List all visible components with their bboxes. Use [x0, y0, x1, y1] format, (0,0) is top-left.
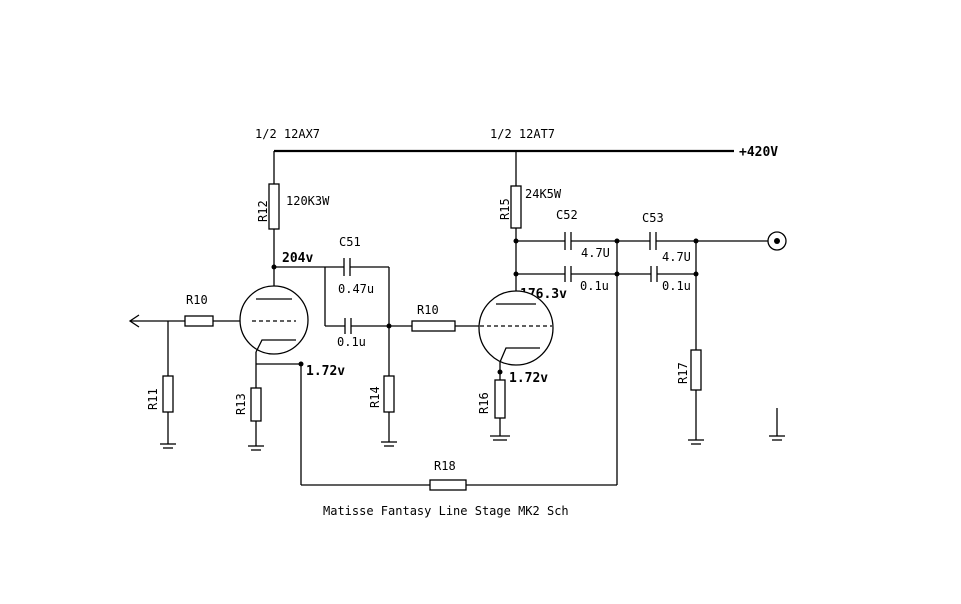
c52-junction-b	[614, 271, 620, 277]
c51-value-b: 0.1u	[337, 335, 366, 349]
r12-value-label: 120K3W	[286, 194, 330, 208]
r15-label: R15	[498, 198, 512, 220]
resistor-r16	[494, 379, 506, 419]
r14-label: R14	[368, 386, 382, 408]
c53-junction-b	[693, 271, 699, 277]
capacitor-c51-a	[343, 258, 351, 276]
tube2-triode	[478, 290, 554, 366]
r18-label: R18	[434, 459, 456, 473]
r17-label: R17	[676, 362, 690, 384]
plate1-voltage: 204v	[282, 251, 313, 266]
tube1-triode	[239, 285, 309, 355]
c53-label: C53	[642, 211, 664, 225]
c52-junction-a	[614, 238, 620, 244]
c53-value-b: 0.1u	[662, 279, 691, 293]
c52-label: C52	[556, 208, 578, 222]
resistor-r18	[429, 479, 467, 491]
capacitor-c52-b	[564, 266, 572, 282]
ground-r11	[160, 443, 176, 449]
capacitor-c53-b	[650, 266, 658, 282]
ground-r13	[248, 445, 264, 451]
c51-label: C51	[339, 235, 361, 249]
r13-label: R13	[234, 393, 248, 415]
supply-voltage-label: +420V	[739, 145, 778, 160]
output-jack	[767, 231, 787, 251]
grid2-junction	[386, 323, 392, 329]
resistor-r14	[383, 375, 395, 413]
c53-junction-a	[693, 238, 699, 244]
r10-grid-label: R10	[417, 303, 439, 317]
c53-value-a: 4.7U	[662, 250, 691, 264]
capacitor-c53-a	[649, 232, 657, 250]
cathode2-junction	[497, 369, 503, 375]
capacitor-c51-b	[344, 318, 352, 334]
r12-label: R12	[256, 200, 270, 222]
cathode2-voltage: 1.72v	[509, 371, 548, 386]
resistor-r11	[162, 375, 174, 413]
capacitor-c52-a	[564, 232, 572, 250]
cathode1-voltage: 1.72v	[306, 364, 345, 379]
r11-label: R11	[146, 388, 160, 410]
input-arrow	[128, 314, 185, 328]
r15-value-label: 24K5W	[525, 187, 562, 201]
c51-value-a: 0.47u	[338, 282, 374, 296]
tube2-label: 1/2 12AT7	[490, 127, 555, 141]
schematic-title: Matisse Fantasy Line Stage MK2 Sch	[323, 504, 569, 518]
ground-r17	[688, 439, 704, 445]
resistor-r17	[690, 349, 702, 391]
resistor-r10-grid	[411, 320, 456, 332]
tube1-label: 1/2 12AX7	[255, 127, 320, 141]
ground-jack	[769, 435, 785, 441]
resistor-r15	[510, 185, 522, 229]
r16-label: R16	[477, 392, 491, 414]
resistor-r12	[268, 183, 280, 230]
r10-input-label: R10	[186, 293, 208, 307]
resistor-r10-input	[184, 315, 214, 327]
resistor-r13	[250, 387, 262, 422]
ground-r16	[490, 435, 510, 441]
ground-r14	[381, 441, 397, 447]
c52-value-b: 0.1u	[580, 279, 609, 293]
c52-value-a: 4.7U	[581, 246, 610, 260]
